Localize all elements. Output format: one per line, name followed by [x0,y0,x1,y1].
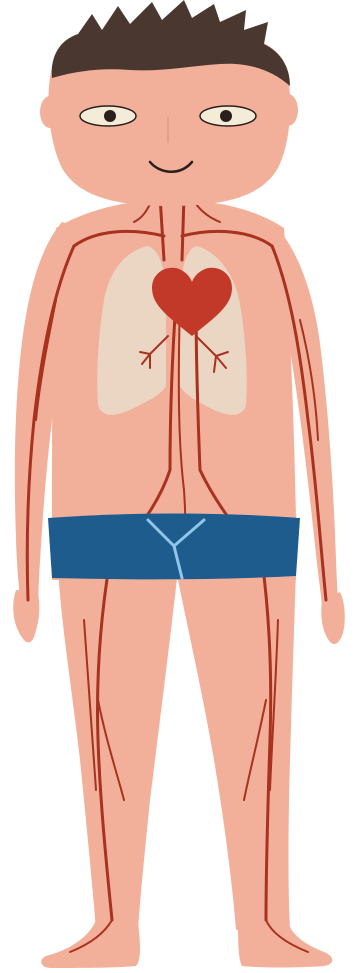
right-eye [200,106,256,126]
left-eye [80,106,136,126]
left-leg [58,570,178,930]
left-foot [41,920,140,968]
shorts [48,514,300,580]
right-foot [238,920,332,968]
left-hand [13,590,39,642]
